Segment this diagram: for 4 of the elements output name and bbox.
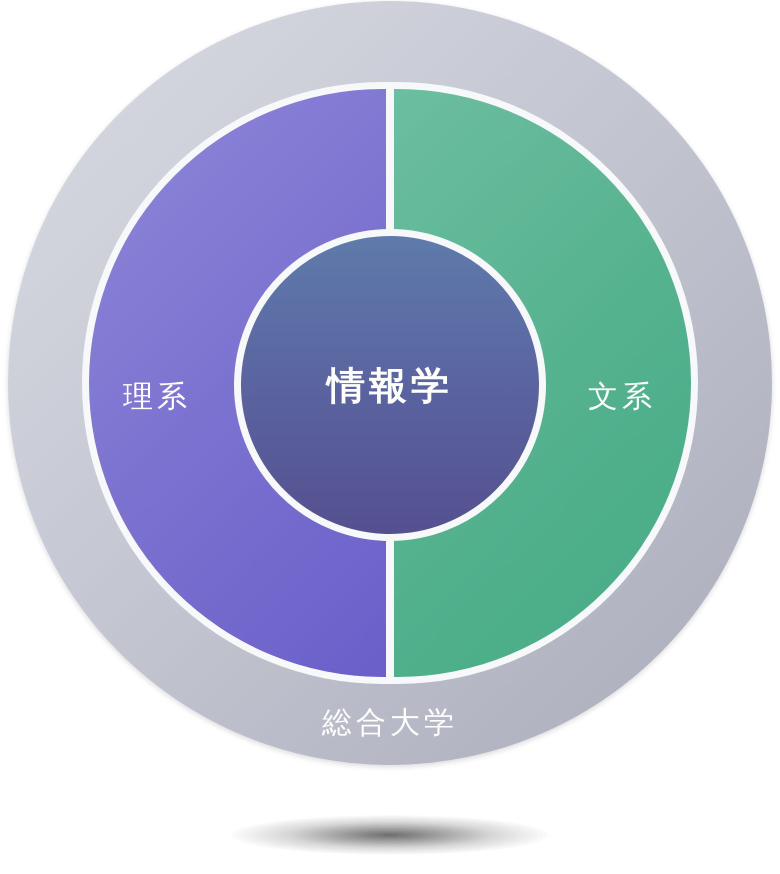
segment-label: 理系 xyxy=(123,378,191,416)
segment-label: 文系 xyxy=(588,378,656,416)
circle-label: 情報学 xyxy=(327,362,453,410)
circle-label: 総合大学 xyxy=(322,704,458,742)
